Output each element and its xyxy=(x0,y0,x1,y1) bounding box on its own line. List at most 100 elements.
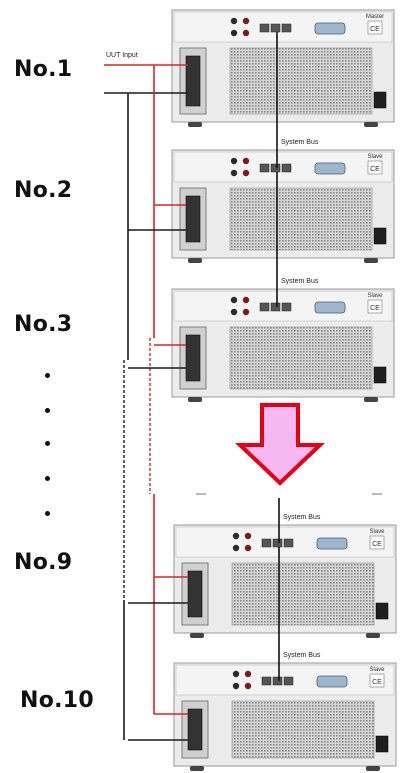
ce-mark-text: CE xyxy=(370,166,380,173)
foot xyxy=(188,122,202,127)
unit-label-no2: No.2 xyxy=(14,178,73,203)
ce-mark-text: CE xyxy=(372,541,382,548)
foot xyxy=(364,122,378,127)
ellipsis-dot xyxy=(45,511,50,516)
system-bus-port xyxy=(272,676,283,686)
unit-label-no3: No.3 xyxy=(14,312,73,337)
load-chassis-5: CE Slave xyxy=(173,662,397,771)
system-bus-port xyxy=(281,163,292,173)
ce-mark-text: CE xyxy=(370,26,380,33)
ellipsis-dot xyxy=(45,408,50,413)
vent-grille xyxy=(229,47,373,115)
system-bus-port xyxy=(259,163,270,173)
sense-terminal xyxy=(244,670,252,678)
down-arrow-icon xyxy=(234,403,326,486)
system-bus-port xyxy=(281,302,292,312)
terminal-cover xyxy=(187,570,203,618)
system-bus-label: System Bus xyxy=(283,652,321,659)
vent-grille xyxy=(229,326,373,390)
ce-mark-text: CE xyxy=(370,305,380,312)
role-label: Slave xyxy=(367,293,383,299)
role-label: Slave xyxy=(369,529,385,535)
sense-terminal xyxy=(242,29,250,37)
power-switch-icon xyxy=(373,227,387,245)
vent-grille xyxy=(229,187,373,251)
sense-terminal xyxy=(230,157,238,165)
foot xyxy=(366,766,380,771)
ellipsis-dot xyxy=(45,441,50,446)
foot xyxy=(364,397,378,402)
sense-terminal xyxy=(242,308,250,316)
power-switch-icon xyxy=(375,735,389,753)
role-label: Slave xyxy=(367,154,383,160)
vent-grille xyxy=(231,700,375,759)
foot xyxy=(190,766,204,771)
power-switch-icon xyxy=(373,91,387,109)
sense-terminal xyxy=(244,682,252,690)
system-bus-port xyxy=(259,23,270,33)
vent-grille xyxy=(231,562,375,626)
system-bus-port xyxy=(283,676,294,686)
foot xyxy=(364,258,378,263)
unit-label-no10: No.10 xyxy=(20,688,94,713)
system-bus-port xyxy=(270,23,281,33)
terminal-cover xyxy=(185,334,201,382)
sense-terminal xyxy=(242,17,250,25)
ce-mark-icon xyxy=(369,673,385,688)
foot xyxy=(366,633,380,638)
sense-terminal xyxy=(232,544,240,552)
ce-mark-icon xyxy=(367,160,383,175)
role-label: Slave xyxy=(369,667,385,673)
uut-input-label: UUT Input xyxy=(106,52,138,59)
role-label: Master xyxy=(366,14,384,20)
system-bus-port xyxy=(261,538,272,548)
load-chassis-2: CE Slave xyxy=(171,149,395,263)
system-bus-port xyxy=(283,538,294,548)
sense-terminal xyxy=(230,17,238,25)
foot xyxy=(188,258,202,263)
system-bus-port xyxy=(281,23,292,33)
system-bus-port xyxy=(259,302,270,312)
sense-terminal xyxy=(242,169,250,177)
rs232-connector xyxy=(314,301,346,314)
ce-mark-icon xyxy=(369,535,385,550)
terminal-cover xyxy=(185,55,201,107)
sense-terminal xyxy=(242,296,250,304)
sense-terminal xyxy=(232,682,240,690)
ce-mark-text: CE xyxy=(372,679,382,686)
power-switch-icon xyxy=(373,366,387,384)
sense-terminal xyxy=(242,157,250,165)
sense-terminal xyxy=(244,532,252,540)
unit-label-no1: No.1 xyxy=(14,57,73,82)
sense-terminal xyxy=(232,670,240,678)
power-switch-icon xyxy=(375,602,389,620)
terminal-cover xyxy=(187,708,203,751)
system-bus-label: System Bus xyxy=(281,278,319,285)
sense-terminal xyxy=(232,532,240,540)
ellipsis-dot xyxy=(45,476,50,481)
sense-terminal xyxy=(230,296,238,304)
sense-terminal xyxy=(230,308,238,316)
sense-terminal xyxy=(230,169,238,177)
system-bus-label: System Bus xyxy=(283,514,321,521)
rs232-connector xyxy=(314,22,346,35)
foot xyxy=(188,397,202,402)
ce-mark-icon xyxy=(367,299,383,314)
system-bus-port xyxy=(272,538,283,548)
sense-terminal xyxy=(230,29,238,37)
rs232-connector xyxy=(314,162,346,175)
system-bus-port xyxy=(270,302,281,312)
system-bus-label: System Bus xyxy=(281,139,319,146)
rs232-connector xyxy=(316,537,348,550)
load-chassis-3: CE Slave xyxy=(171,288,395,402)
sense-terminal xyxy=(244,544,252,552)
ellipsis-dot xyxy=(45,373,50,378)
load-chassis-4: CE Slave xyxy=(173,524,397,638)
load-chassis-1: CE Master xyxy=(171,9,395,127)
system-bus-port xyxy=(270,163,281,173)
ce-mark-icon xyxy=(367,20,383,35)
unit-label-no9: No.9 xyxy=(14,550,73,575)
terminal-cover xyxy=(185,195,201,243)
foot xyxy=(190,633,204,638)
